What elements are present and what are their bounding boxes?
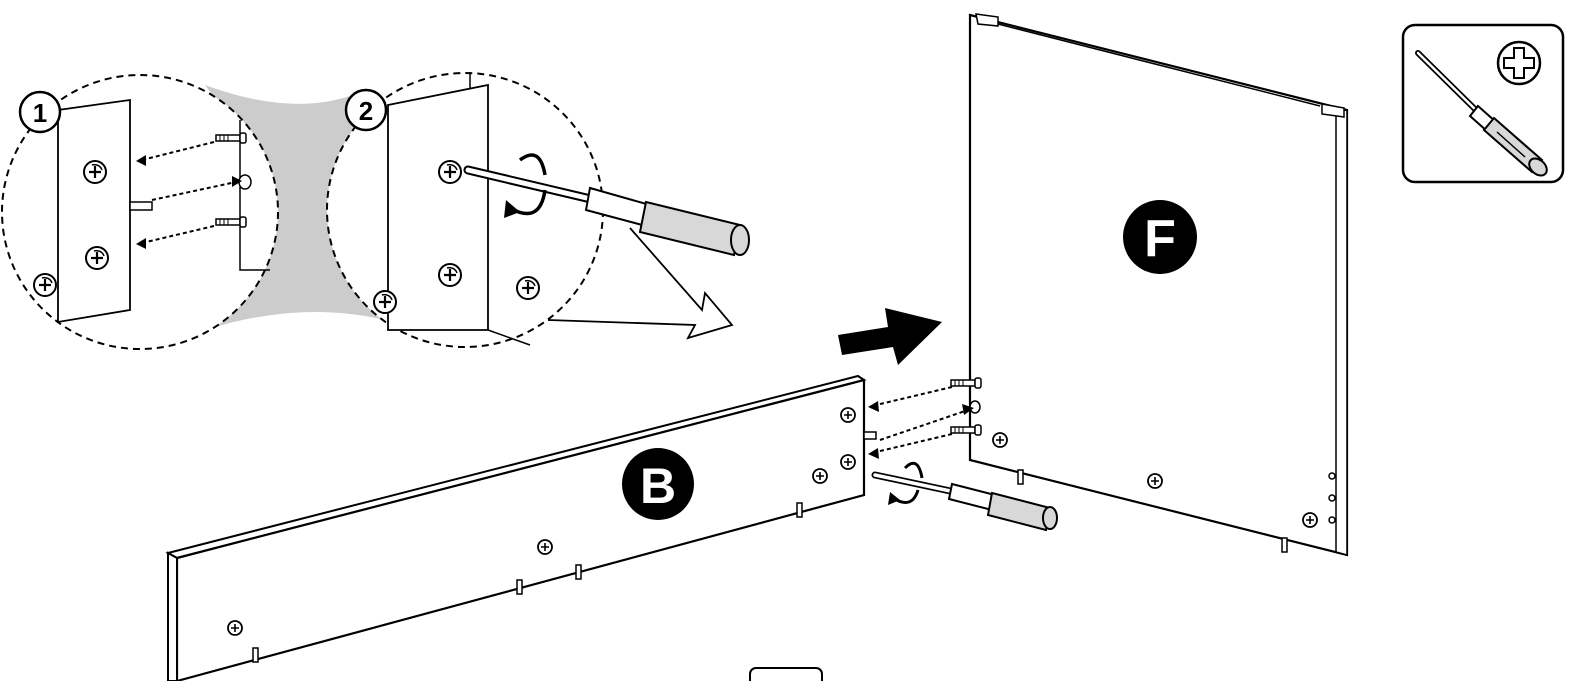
panel-edge-detail-2 [387,83,489,331]
detail-pointer-arrow [547,227,734,340]
cam-bolt-icon [215,216,247,228]
cam-lock-icon [1302,512,1318,528]
screwdriver-icon [463,165,750,257]
screwdriver-icon [871,471,1058,532]
cam-lock-icon [437,262,463,288]
cam-bolt-icon [950,377,982,389]
cam-lock-icon [82,159,108,185]
cam-bolt-icon [950,424,982,436]
panel-f: F [968,13,1349,557]
tool-requirement-box [1401,23,1565,184]
rotate-clockwise-icon [888,461,924,505]
panel-label: F [1144,210,1176,268]
panel-label: B [640,458,676,514]
phillips-head-icon [1496,40,1542,86]
page-marker-box [749,667,823,681]
cam-lock-icon [840,407,856,423]
cam-lock-icon [227,620,243,636]
step-marker-2: 2 [344,88,388,132]
cam-lock-icon [515,275,541,301]
connector-hardware [868,377,982,459]
panel-label-badge [1123,200,1197,274]
cam-lock-icon [812,468,828,484]
direction-arrow [838,308,942,365]
cam-lock-icon [992,432,1008,448]
cam-lock-icon [372,289,398,315]
cam-lock-icon [437,159,463,185]
step-number: 2 [359,96,373,126]
rotate-clockwise-icon [504,153,547,218]
cam-lock-icon [32,272,58,298]
detail-circle-1 [1,74,279,350]
step-marker-1: 1 [18,90,62,134]
detail-circle-2 [326,72,750,348]
cam-lock-icon [84,245,110,271]
cam-lock-icon [840,454,856,470]
cam-bolt-icon [215,132,247,144]
panel-label-badge [622,448,694,520]
screwdriver-icon [1415,50,1548,177]
cam-lock-icon [1147,473,1163,489]
step-number: 1 [33,98,47,128]
panel-edge-detail-1 [57,98,131,324]
panel-b: B [165,374,877,681]
cam-lock-icon [537,539,553,555]
